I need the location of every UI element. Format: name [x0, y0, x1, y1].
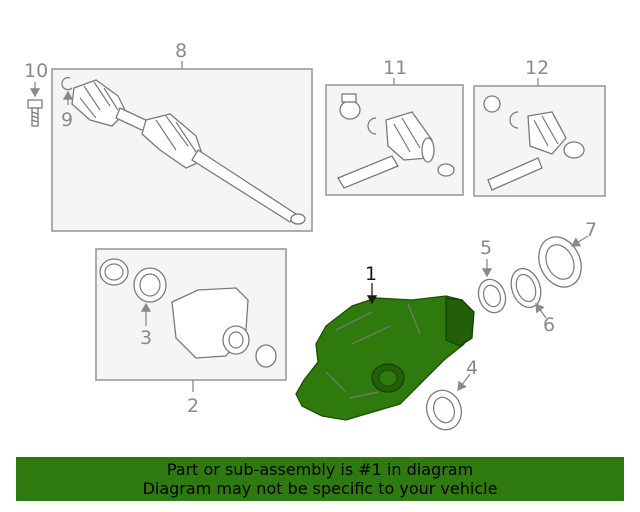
callout-2[interactable]: 2 [187, 395, 199, 417]
boot-kit-12-illustration [483, 95, 585, 191]
seal-4[interactable]: 4 [421, 357, 478, 435]
clip-illustration [61, 77, 73, 91]
callout-6[interactable]: 6 [543, 314, 555, 336]
ring-6[interactable]: 6 [506, 264, 555, 336]
bolt-group[interactable]: 10 [24, 60, 48, 127]
banner-line-1: Part or sub-assembly is #1 in diagram [166, 460, 474, 479]
callout-7-leader [570, 235, 589, 247]
differential-assembly[interactable]: 1 [295, 263, 475, 421]
axle-shaft-illustration [71, 79, 306, 225]
seal-4-illustration [425, 389, 463, 431]
callout-6-leader [535, 302, 547, 319]
callout-1[interactable]: 1 [365, 263, 377, 285]
seal-7[interactable]: 7 [531, 219, 597, 294]
flange-illustration [99, 258, 277, 368]
bolt-illustration [27, 99, 43, 127]
seal-7-illustration [538, 236, 582, 288]
callout-3[interactable]: 3 [140, 327, 152, 349]
boot-kit-11-illustration [337, 93, 455, 189]
info-banner: Part or sub-assembly is #1 in diagram Di… [16, 457, 624, 501]
ring-5-illustration [477, 278, 507, 314]
callout-7[interactable]: 7 [585, 219, 597, 241]
flange-group[interactable]: 3 2 [95, 248, 287, 417]
ring-6-illustration [510, 267, 542, 309]
callout-10[interactable]: 10 [24, 60, 48, 82]
callout-8[interactable]: 8 [175, 40, 187, 62]
callout-9[interactable]: 9 [61, 109, 73, 131]
callout-4[interactable]: 4 [466, 357, 478, 379]
clip-group[interactable]: 9 [61, 77, 74, 131]
callout-4-leader [457, 373, 471, 392]
callout-12[interactable]: 12 [525, 57, 549, 79]
boot-kit-11-group[interactable]: 11 [325, 57, 464, 196]
banner-line-2: Diagram may not be specific to your vehi… [142, 479, 498, 498]
boot-kit-12-group[interactable]: 12 [473, 57, 606, 197]
differential-illustration [295, 295, 475, 421]
axle-shaft-group[interactable]: 8 [51, 40, 313, 232]
callout-11[interactable]: 11 [383, 57, 407, 79]
callout-5[interactable]: 5 [480, 237, 492, 259]
ring-5[interactable]: 5 [474, 237, 510, 316]
